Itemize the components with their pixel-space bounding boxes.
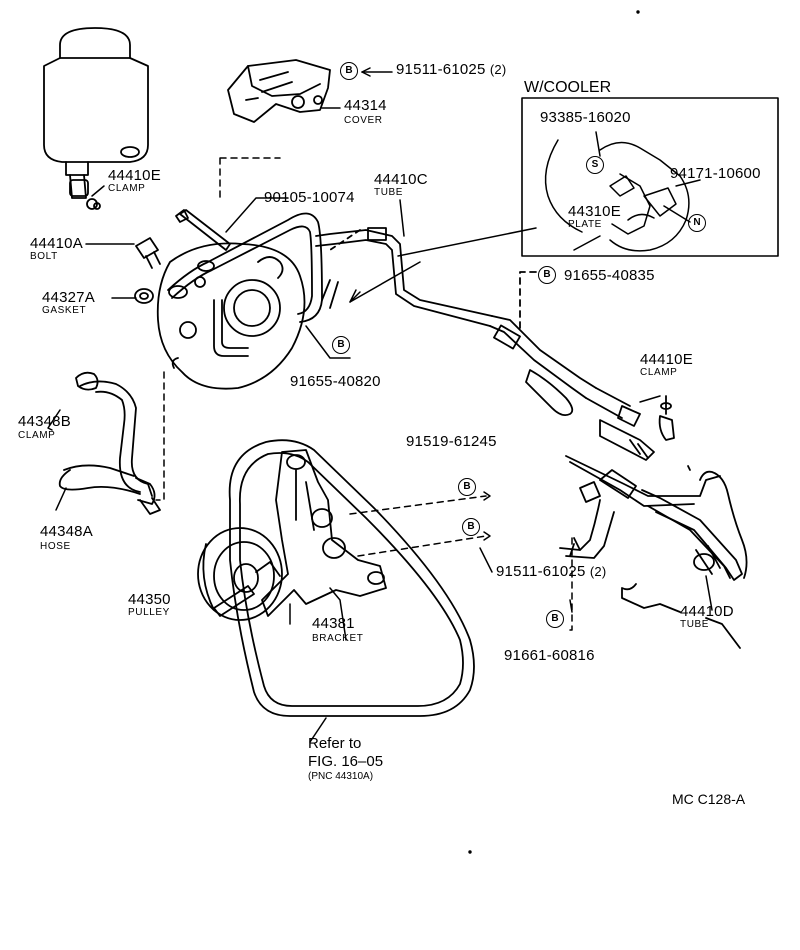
part-number: 91511-61025 bbox=[496, 563, 586, 580]
clamp-44410E-right bbox=[658, 395, 675, 441]
pressure-hose bbox=[167, 212, 323, 323]
refer-line3: (PNC 44310A) bbox=[308, 771, 374, 782]
name-pulley: PULLEY bbox=[128, 607, 170, 618]
gasket-44327A bbox=[134, 288, 154, 304]
marker-b-91519: B bbox=[458, 478, 476, 496]
label-44350: 44350 bbox=[128, 591, 171, 608]
label-44348A: 44348A bbox=[40, 523, 93, 540]
label-91519-61245: 91519-61245 bbox=[406, 433, 497, 450]
marker-b-91511-top: B bbox=[340, 62, 358, 80]
label-44327A: 44327A bbox=[42, 289, 95, 306]
leader-91655-40820 bbox=[305, 325, 351, 359]
name-gasket: GASKET bbox=[42, 305, 87, 316]
marker-b-91655-40835: B bbox=[538, 266, 556, 284]
leader-91661 bbox=[565, 537, 573, 631]
label-91511-61025-top: 91511-61025 (2) bbox=[396, 62, 506, 77]
bolt-44410A bbox=[135, 237, 161, 269]
label-44381: 44381 bbox=[312, 615, 355, 632]
cooler-inset-box bbox=[521, 97, 779, 257]
label-44310E: 44310E bbox=[568, 203, 621, 220]
name-plate: PLATE bbox=[568, 219, 602, 230]
pipe-arrow bbox=[349, 261, 421, 303]
leader-refer bbox=[309, 717, 327, 743]
marker-b-91655-40820: B bbox=[332, 336, 350, 354]
refer-line2: FIG. 16–05 bbox=[308, 753, 384, 770]
clamp-44348B bbox=[75, 371, 161, 515]
leader-91519 bbox=[349, 495, 487, 515]
clamp-44410E-left bbox=[69, 179, 101, 210]
leader-cover-dash bbox=[219, 157, 281, 201]
label-91511-61025-mid: 91511-61025 (2) bbox=[496, 564, 606, 579]
bracket-44381 bbox=[261, 449, 387, 617]
power-steering-pump bbox=[156, 242, 306, 390]
label-44410D: 44410D bbox=[680, 603, 734, 620]
label-44410E-left: 44410E bbox=[108, 167, 161, 184]
leader-hose-dash bbox=[155, 371, 165, 501]
marker-s-93385: S bbox=[586, 156, 604, 174]
part-qty: (2) bbox=[489, 62, 507, 77]
cover-44314 bbox=[227, 59, 331, 123]
name-clamp-right: CLAMP bbox=[640, 367, 678, 378]
label-94171-10600: 94171-10600 bbox=[670, 165, 761, 182]
leader-90105 bbox=[225, 197, 289, 233]
label-91655-40820: 91655-40820 bbox=[290, 373, 381, 390]
part-number: 91511-61025 bbox=[396, 61, 486, 78]
leader-91655-40835 bbox=[519, 271, 541, 329]
name-bracket: BRACKET bbox=[312, 633, 364, 644]
label-91661-60816: 91661-60816 bbox=[504, 647, 595, 664]
part-qty: (2) bbox=[589, 564, 607, 579]
name-bolt: BOLT bbox=[30, 251, 58, 262]
drive-belt bbox=[228, 439, 475, 717]
reservoir-tank bbox=[43, 27, 149, 199]
marker-n-94171: N bbox=[688, 214, 706, 232]
label-44410E-right: 44410E bbox=[640, 351, 693, 368]
label-44410C: 44410C bbox=[374, 171, 428, 188]
name-tube-c: TUBE bbox=[374, 187, 404, 198]
leader-tube bbox=[329, 229, 361, 251]
label-44410A: 44410A bbox=[30, 235, 83, 252]
name-hose: HOSE bbox=[40, 541, 71, 552]
leader-91511-mid bbox=[357, 535, 487, 557]
name-cover: COVER bbox=[344, 115, 383, 126]
name-clamp-left: CLAMP bbox=[108, 183, 146, 194]
union-bolt-90105 bbox=[175, 209, 231, 251]
pipe-line-upper bbox=[397, 227, 537, 257]
label-93385-16020: 93385-16020 bbox=[540, 109, 631, 126]
figure-code: MC C128-A bbox=[672, 791, 746, 807]
cooler-title: W/COOLER bbox=[524, 79, 612, 96]
pulley-44350 bbox=[197, 527, 283, 621]
tube-44410D-assembly bbox=[559, 455, 748, 649]
label-44314: 44314 bbox=[344, 97, 387, 114]
marker-b-91511-mid: B bbox=[462, 518, 480, 536]
hose-44348A bbox=[58, 380, 156, 505]
label-90105-10074: 90105-10074 bbox=[264, 189, 355, 206]
name-clamp-44348B: CLAMP bbox=[18, 430, 56, 441]
label-91655-40835: 91655-40835 bbox=[564, 267, 655, 284]
return-hose-assembly bbox=[489, 315, 655, 461]
label-44348B: 44348B bbox=[18, 413, 71, 430]
marker-b-91661: B bbox=[546, 610, 564, 628]
refer-line1: Refer to bbox=[308, 735, 362, 752]
name-tube-d: TUBE bbox=[680, 619, 710, 630]
